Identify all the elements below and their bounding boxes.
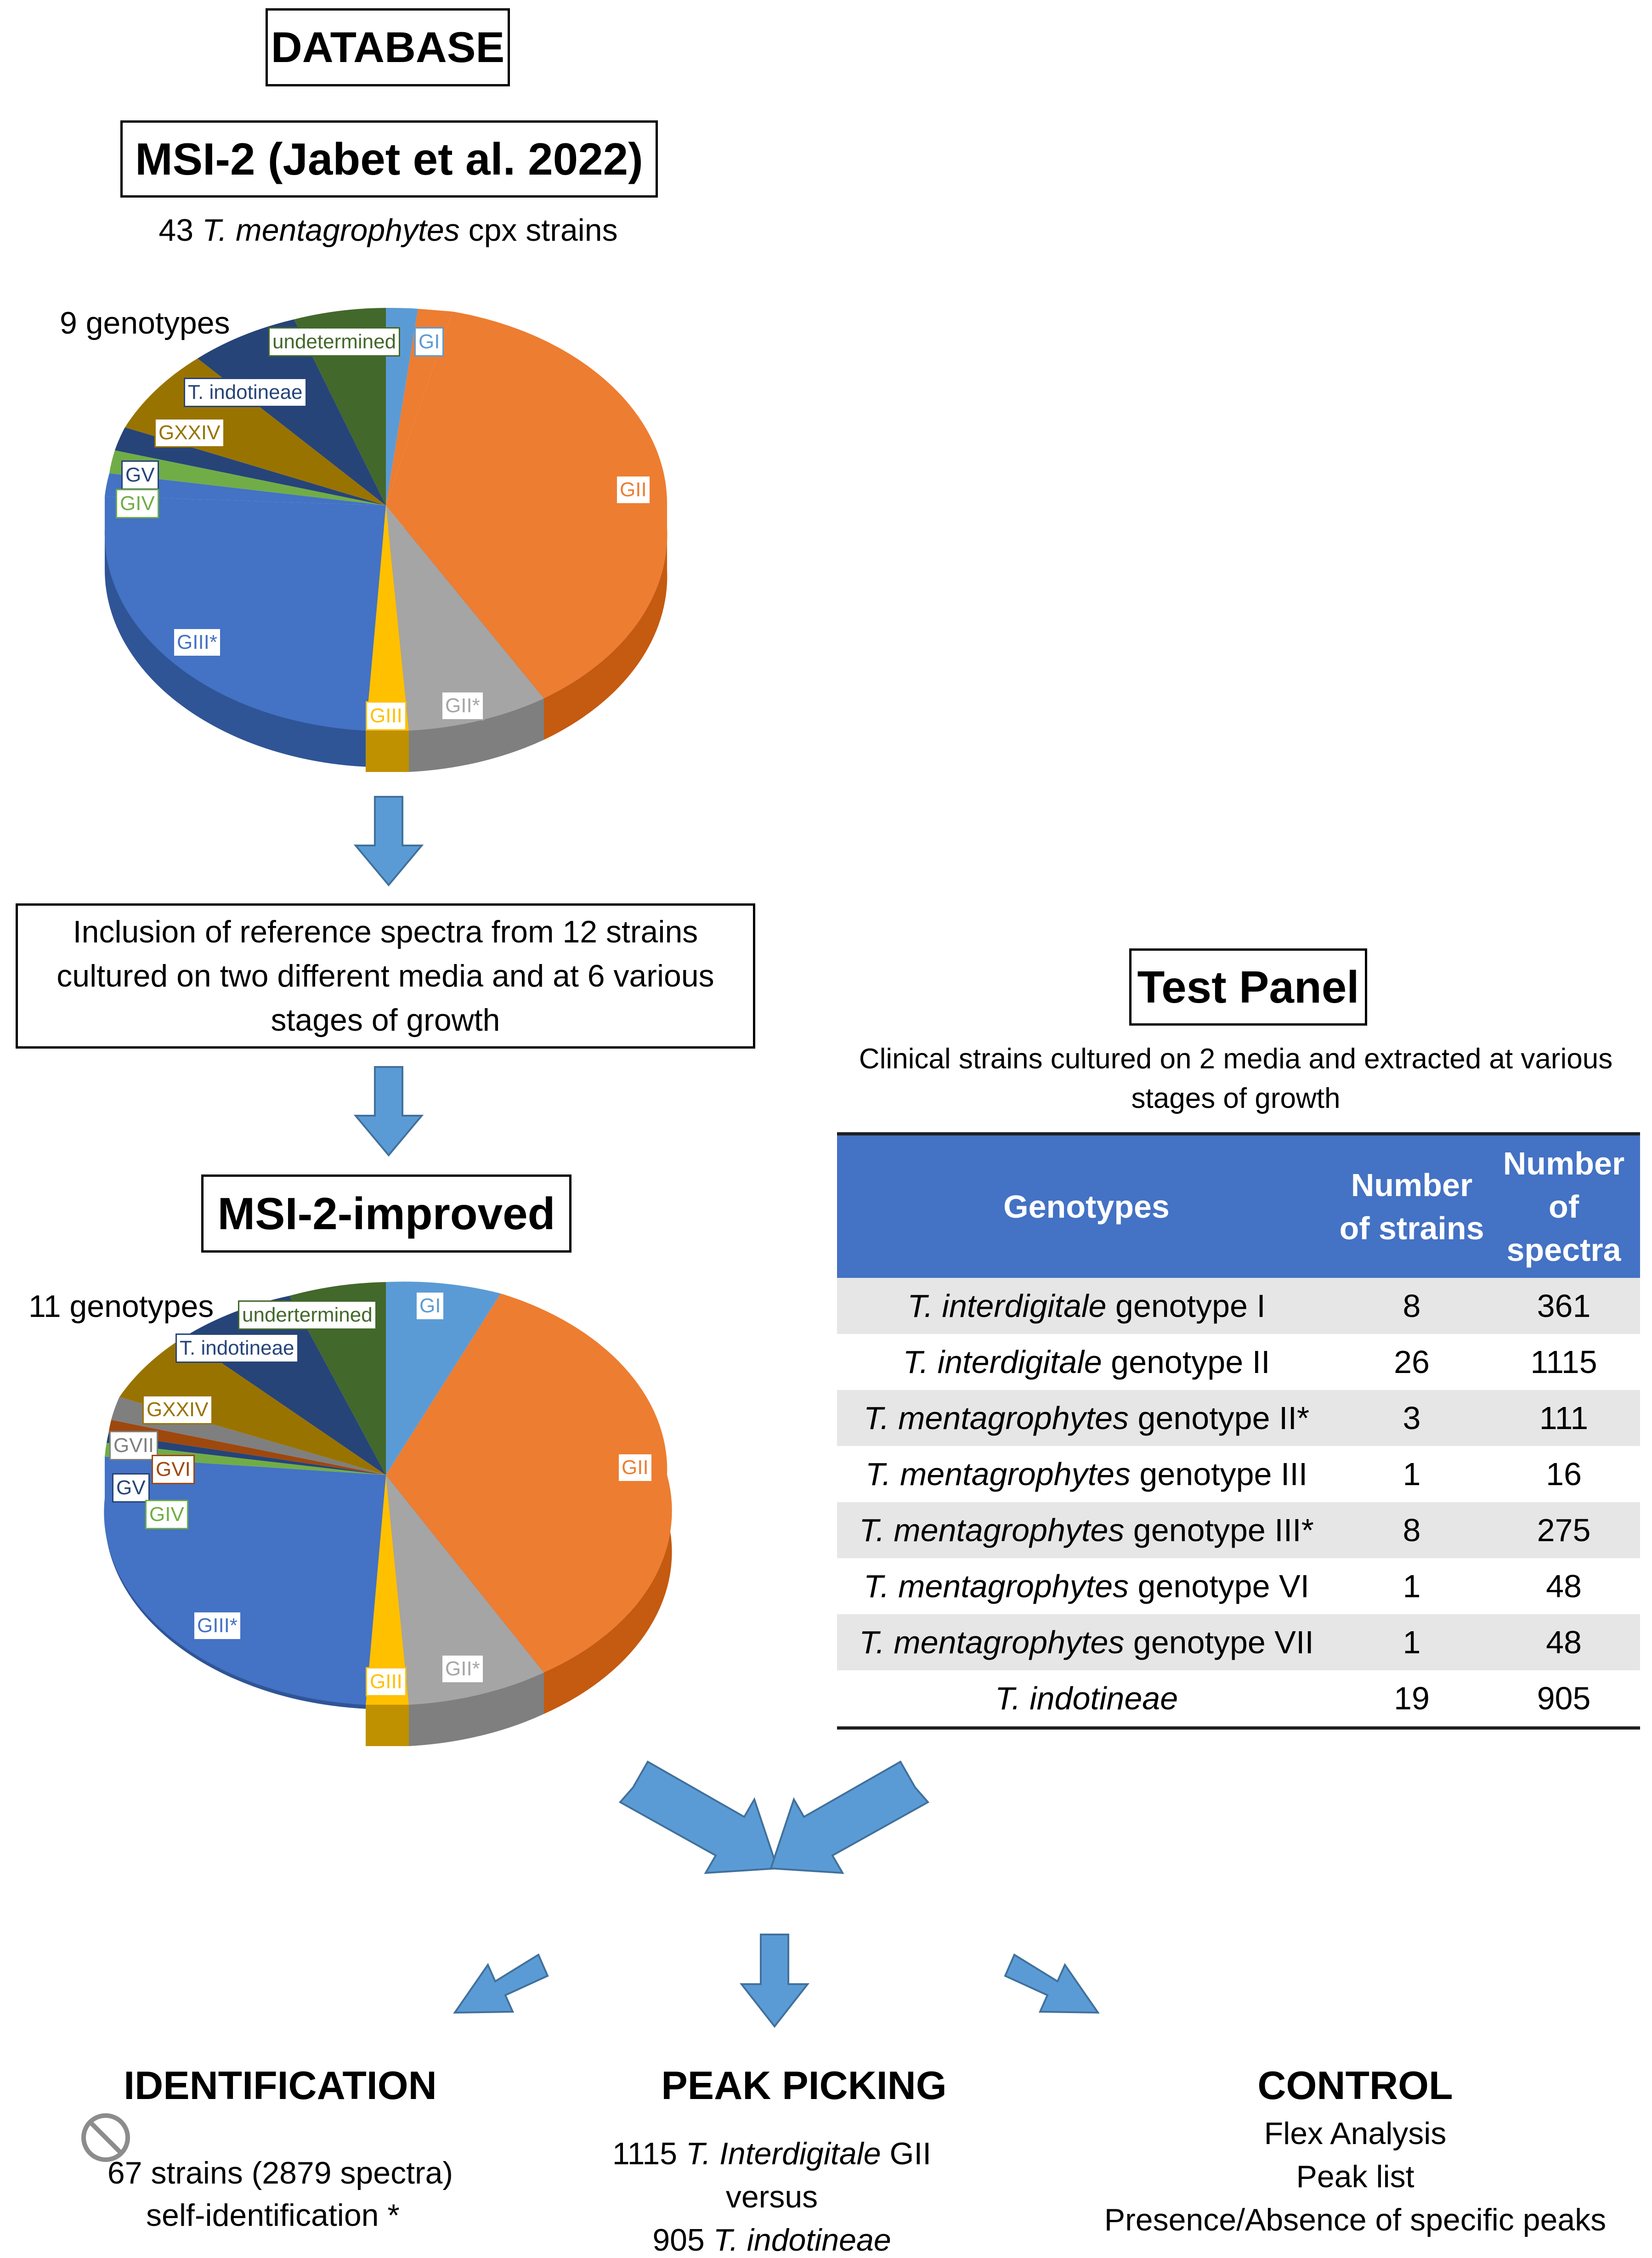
peak-picking-versus: versus <box>725 2179 818 2214</box>
msi2-pie-chart <box>104 307 668 772</box>
control-flex-analysis: Flex Analysis <box>1264 2116 1447 2151</box>
strains-cell: 3 <box>1403 1400 1421 1436</box>
identification-strains: 67 strains (2879 spectra) <box>107 2156 453 2190</box>
pie1-label-indotineae: T. indotineae <box>184 378 307 407</box>
peak-picking-title: PEAK PICKING <box>661 2064 947 2108</box>
pie1-label-gv: GV <box>121 460 159 490</box>
peak-picking-line1: 1115 T. Interdigitale GII <box>612 2136 932 2171</box>
arrow-down-1 <box>353 796 424 887</box>
prohibition-icon <box>81 2113 130 2162</box>
table-row: T. mentagrophytes genotype VI 1 48 <box>837 1558 1640 1614</box>
genotype-cell: T. mentagrophytes genotype VII <box>859 1624 1314 1660</box>
header-genotypes: Genotypes <box>1003 1189 1170 1225</box>
genotype-cell: T. indotineae <box>995 1680 1178 1716</box>
table-row: T. interdigitale genotype I 8 361 <box>837 1278 1640 1334</box>
table-row: T. interdigitale genotype II 26 1115 <box>837 1334 1640 1390</box>
pie2-label-gv: GV <box>112 1473 150 1503</box>
spectra-cell: 905 <box>1537 1680 1591 1716</box>
pie2-label-gi: GI <box>415 1291 445 1321</box>
msi2-genotype-count: 9 genotypes <box>60 306 230 340</box>
header-strains: Number of strains <box>1339 1167 1484 1246</box>
pie1-label-gii-star: GII* <box>441 691 484 721</box>
improved-genotype-count: 11 genotypes <box>28 1289 214 1324</box>
pie2-label-gvi: GVI <box>152 1455 195 1484</box>
table-header-row: Genotypes Number of strains Number of sp… <box>837 1134 1640 1278</box>
pie2-label-giv: GIV <box>145 1500 188 1529</box>
pie1-label-undetermined: undetermined <box>268 327 401 357</box>
arrow-to-identification <box>453 1953 549 2014</box>
spectra-cell: 275 <box>1537 1512 1591 1548</box>
msi2-strain-count: 43 T. mentagrophytes cpx strains <box>158 213 618 248</box>
genotype-cell: T. interdigitale genotype II <box>903 1344 1270 1380</box>
genotype-cell: T. interdigitale genotype I <box>907 1288 1266 1324</box>
pie1-label-gii: GII <box>616 475 651 505</box>
spectra-cell: 16 <box>1546 1456 1582 1492</box>
pie1-label-gxxiv: GXXIV <box>154 418 225 448</box>
pie-top <box>104 307 668 731</box>
pie2-label-gvii: GVII <box>109 1431 158 1460</box>
pie1-label-gi: GI <box>414 327 444 357</box>
control-title: CONTROL <box>1257 2064 1453 2108</box>
header-spectra: Number of spectra <box>1503 1146 1625 1268</box>
strains-cell: 19 <box>1394 1680 1430 1716</box>
genotype-cell: T. mentagrophytes genotype III* <box>859 1512 1314 1548</box>
converging-arrows <box>618 1760 930 1874</box>
pie1-label-giv: GIV <box>116 489 159 518</box>
spectra-cell: 111 <box>1539 1400 1589 1436</box>
test-panel-note: Clinical strains cultured on 2 media and… <box>859 1043 1613 1114</box>
strains-cell: 1 <box>1403 1568 1421 1604</box>
improved-title: MSI-2-improved <box>201 1174 571 1253</box>
pie1-label-giii-star: GIII* <box>173 628 222 657</box>
genotype-cell: T. mentagrophytes genotype II* <box>863 1400 1310 1436</box>
pie2-label-giii-star: GIII* <box>193 1611 242 1640</box>
genotype-cell: T. mentagrophytes genotype VI <box>863 1568 1310 1604</box>
arrow-down-2 <box>353 1066 424 1157</box>
control-presence-absence: Presence/Absence of specific peaks <box>1104 2202 1607 2237</box>
pie2-label-giii: GIII <box>366 1667 407 1696</box>
self-identification-text: self-identification * <box>146 2198 400 2233</box>
control-peak-list: Peak list <box>1296 2159 1414 2194</box>
strains-cell: 8 <box>1403 1512 1421 1548</box>
table-row: T. indotineae 19 905 <box>837 1670 1640 1728</box>
test-panel-title: Test Panel <box>1129 948 1367 1026</box>
spectra-cell: 48 <box>1546 1624 1582 1660</box>
pie2-label-gxxiv: GXXIV <box>142 1395 213 1424</box>
test-panel-table: Genotypes Number of strains Number of sp… <box>837 1132 1640 1730</box>
pie2-label-gii: GII <box>617 1453 653 1482</box>
table-row: T. mentagrophytes genotype II* 3 111 <box>837 1390 1640 1446</box>
strains-cell: 1 <box>1403 1456 1421 1492</box>
pie1-label-giii: GIII <box>366 701 407 731</box>
spectra-cell: 1115 <box>1530 1344 1597 1380</box>
genotype-cell: T. mentagrophytes genotype III <box>865 1456 1308 1492</box>
table-row: T. mentagrophytes genotype III* 8 275 <box>837 1502 1640 1558</box>
identification-title: IDENTIFICATION <box>124 2064 437 2108</box>
pie2-label-indotineae: T. indotineae <box>175 1333 299 1363</box>
table-row: T. mentagrophytes genotype III 1 16 <box>837 1446 1640 1502</box>
inclusion-box: Inclusion of reference spectra from 12 s… <box>16 903 755 1049</box>
peak-picking-line3: 905 T. indotineae <box>652 2223 891 2258</box>
msi2-title: MSI-2 (Jabet et al. 2022) <box>120 120 658 198</box>
arrow-to-peak-picking <box>739 1934 810 2028</box>
spectra-cell: 361 <box>1537 1288 1591 1324</box>
spectra-cell: 48 <box>1546 1568 1582 1604</box>
database-title: DATABASE <box>266 8 510 86</box>
table-row: T. mentagrophytes genotype VII 1 48 <box>837 1614 1640 1670</box>
strains-cell: 26 <box>1394 1344 1430 1380</box>
arrow-to-control <box>1004 1953 1100 2014</box>
pie2-label-gii-star: GII* <box>441 1654 484 1684</box>
strains-cell: 8 <box>1403 1288 1421 1324</box>
strains-cell: 1 <box>1403 1624 1421 1660</box>
pie2-label-undertermined: undertermined <box>238 1300 377 1330</box>
